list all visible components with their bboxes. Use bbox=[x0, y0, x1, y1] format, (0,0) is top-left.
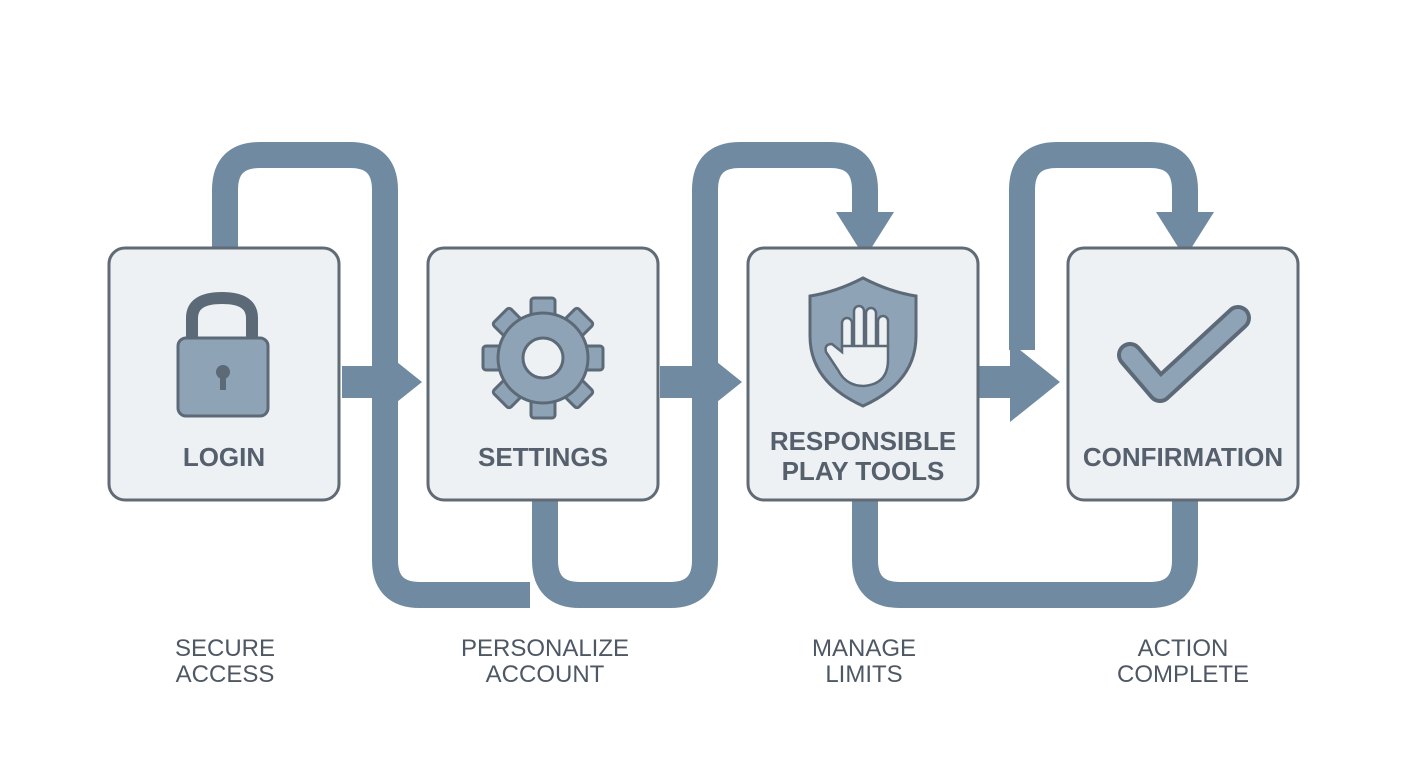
arrowhead-into-responsible bbox=[836, 212, 894, 258]
step-label-responsible-line-1: RESPONSIBLE bbox=[770, 426, 956, 456]
step-card-confirmation: CONFIRMATION bbox=[1066, 246, 1300, 502]
step-card-settings: SETTINGS bbox=[426, 246, 660, 502]
loop-login-top bbox=[212, 142, 530, 608]
step-label-settings: SETTINGS bbox=[478, 442, 608, 472]
step-card-login: LOGIN bbox=[107, 246, 341, 502]
caption-responsible-line-1: MANAGE bbox=[812, 635, 916, 662]
arrow-responsible-to-confirmation bbox=[978, 342, 1060, 422]
caption-settings-line-1: PERSONALIZE bbox=[461, 635, 629, 662]
step-card-responsible-play-tools: RESPONSIBLE PLAY TOOLS bbox=[746, 246, 980, 502]
loop-responsible-bottom bbox=[852, 500, 1198, 608]
arrow-login-to-settings bbox=[342, 342, 422, 422]
caption-settings-line-2: ACCOUNT bbox=[486, 661, 605, 688]
step-label-login: LOGIN bbox=[183, 442, 265, 472]
caption-responsible-line-2: LIMITS bbox=[825, 661, 902, 688]
caption-confirmation-line-1: ACTION bbox=[1138, 635, 1229, 662]
lock-icon bbox=[176, 291, 270, 418]
step-arrows bbox=[342, 342, 1060, 422]
step-label-responsible-line-2: PLAY TOOLS bbox=[782, 456, 945, 486]
arrowhead-into-confirmation bbox=[1156, 212, 1214, 258]
checkmark-icon bbox=[1117, 305, 1251, 403]
step-label-confirmation: CONFIRMATION bbox=[1083, 442, 1283, 472]
loop-confirmation-top bbox=[1009, 142, 1198, 350]
shield-hand-icon bbox=[808, 276, 918, 408]
hand-icon bbox=[824, 304, 890, 388]
caption-login-line-2: ACCESS bbox=[176, 661, 275, 688]
connector-loops bbox=[212, 142, 1198, 608]
loop-arrowheads bbox=[836, 212, 1214, 258]
caption-confirmation-line-2: COMPLETE bbox=[1117, 661, 1249, 688]
caption-login-line-1: SECURE bbox=[175, 635, 275, 662]
gear-icon bbox=[481, 296, 605, 420]
arrow-settings-to-responsible bbox=[660, 342, 742, 422]
captions: SECURE ACCESS PERSONALIZE ACCOUNT MANAGE… bbox=[175, 635, 1249, 688]
